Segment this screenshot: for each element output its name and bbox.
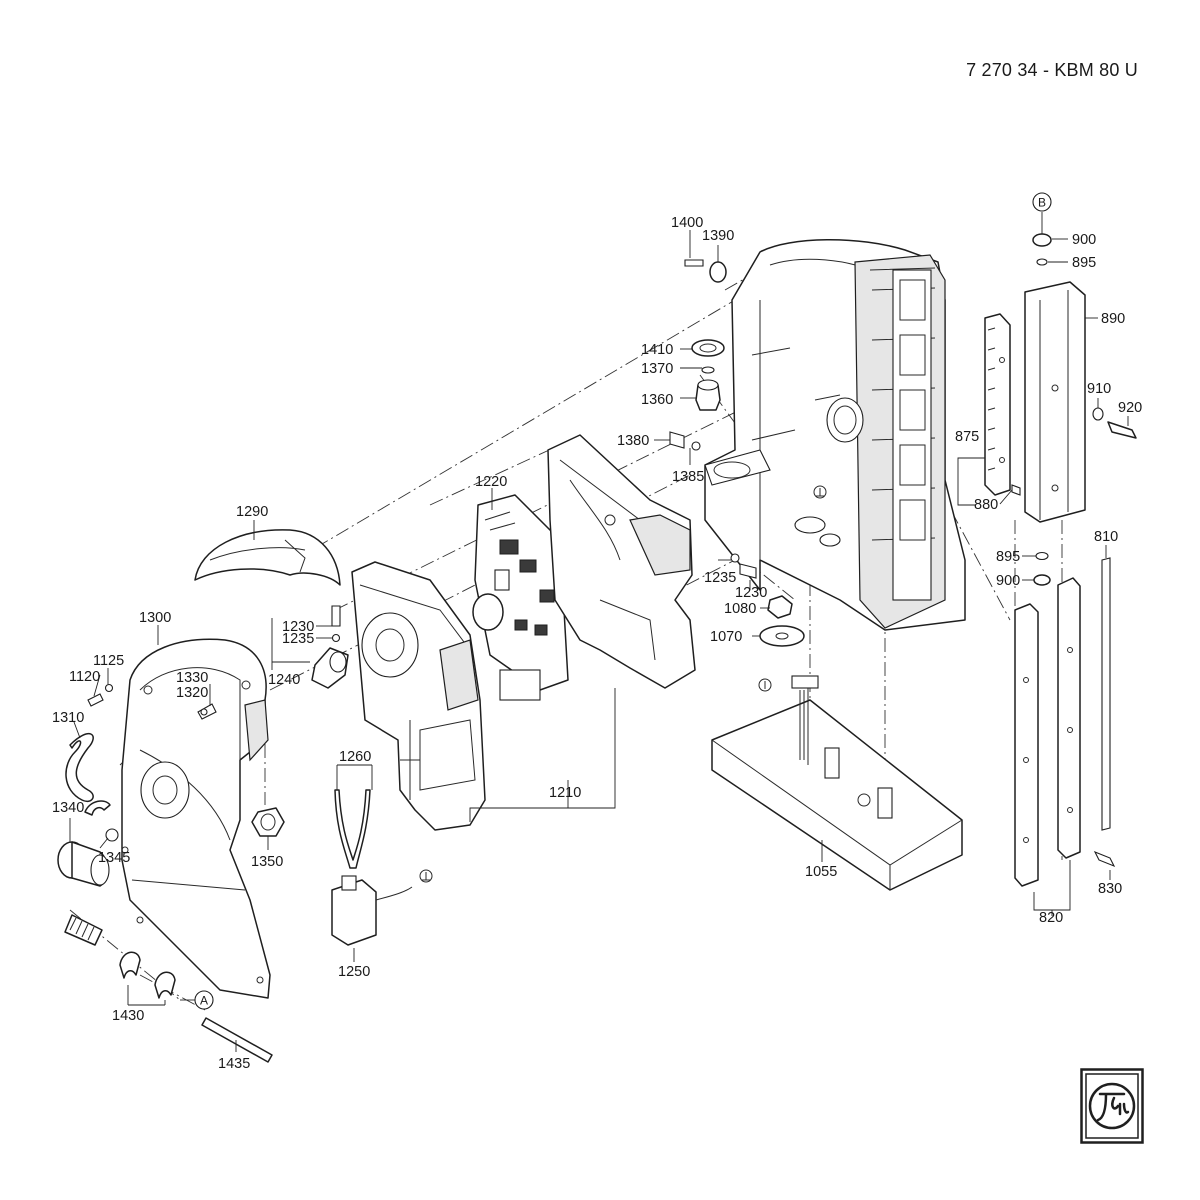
part-label: 920: [1118, 400, 1142, 416]
part-label: 1220: [475, 474, 507, 490]
part-label: 880: [974, 497, 998, 513]
part-label: 1410: [641, 342, 673, 358]
part-label: 1350: [251, 854, 283, 870]
part-label: 1400: [671, 215, 703, 231]
part-label: 820: [1039, 910, 1063, 926]
part-label: 1300: [139, 610, 171, 626]
main-housing: [704, 239, 966, 631]
part-label: 1120: [69, 669, 100, 685]
part-label: 895: [996, 549, 1020, 565]
part-label: 1240: [268, 672, 300, 688]
side-housing-1300: [121, 638, 271, 999]
part-label: 1230: [282, 619, 314, 635]
mount-parts: [730, 553, 805, 647]
part-label: 830: [1098, 881, 1122, 897]
part-label: 1360: [641, 392, 673, 408]
inner-frame: [547, 434, 696, 689]
circuit-board-1220: [472, 494, 569, 701]
part-label: 1320: [176, 685, 208, 701]
part-label: 1370: [641, 361, 673, 377]
leader-lines: [69, 212, 1129, 1052]
part-label: 1310: [52, 710, 84, 726]
svg-text:A: A: [200, 994, 208, 1008]
part-label: 1070: [710, 629, 742, 645]
fein-logo-icon: [1080, 1068, 1144, 1144]
capacitor-1250: [331, 789, 433, 946]
part-label: 1080: [724, 601, 756, 617]
part-label: 1235: [704, 570, 736, 586]
part-label: 890: [1101, 311, 1125, 327]
part-label: 900: [996, 573, 1020, 589]
part-label: 1250: [338, 964, 370, 980]
reference-marker-b: B: [1032, 192, 1052, 212]
motor-housing-1210: [351, 561, 486, 831]
part-label: 1380: [617, 433, 649, 449]
left-small-parts: [57, 683, 285, 1063]
part-label: 1330: [176, 670, 208, 686]
reference-marker-a: A: [194, 990, 214, 1010]
svg-text:B: B: [1038, 196, 1046, 210]
part-label: 1290: [236, 504, 268, 520]
part-label: 875: [955, 429, 979, 445]
top-cover-1290: [194, 529, 341, 586]
base-block-1055: [711, 675, 963, 891]
part-label: 895: [1072, 255, 1096, 271]
part-number-labels: 1400 1390 1410 1370 1360 1380 1385 1220 …: [52, 215, 1142, 1072]
part-label: 1055: [805, 864, 837, 880]
part-label: 1340: [52, 800, 84, 816]
switch-1240: [311, 605, 349, 689]
part-label: 1390: [702, 228, 734, 244]
part-label: 810: [1094, 529, 1118, 545]
part-label: 1235: [282, 631, 314, 647]
part-label: 1230: [735, 585, 767, 601]
part-label: 1385: [672, 469, 704, 485]
document-title: 7 270 34 - KBM 80 U: [966, 60, 1138, 80]
part-label: 1345: [98, 850, 130, 866]
part-label: 900: [1072, 232, 1096, 248]
bearing-parts: [669, 259, 727, 451]
part-label: 1435: [218, 1056, 250, 1072]
part-label: 910: [1087, 381, 1111, 397]
part-label: 1125: [93, 653, 124, 669]
part-label: 1260: [339, 749, 371, 765]
part-label: 1430: [112, 1008, 144, 1024]
part-label: 1210: [549, 785, 581, 801]
column-parts: [984, 233, 1137, 887]
